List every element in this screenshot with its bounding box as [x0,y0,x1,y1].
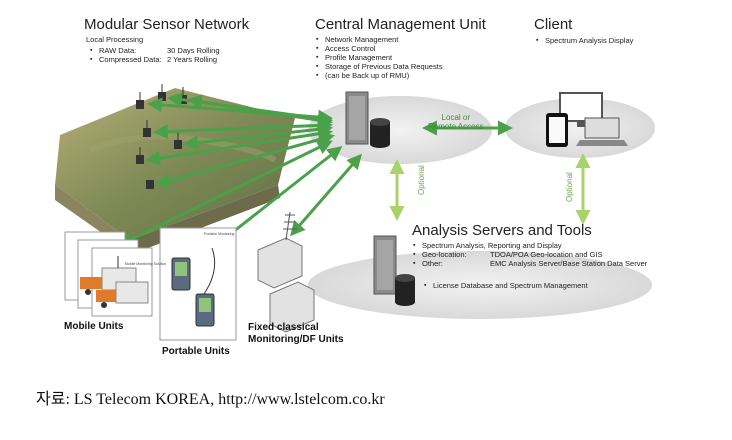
sensor-network-details: RAW Data:30 Days Rolling Compressed Data… [90,46,220,64]
connection-arrows [117,92,513,252]
sensor-node [158,84,166,101]
sensor-network-subtitle: Local Processing [86,35,144,44]
central-unit-list: Network Management Access Control Profil… [316,35,443,80]
raw-data-row: RAW Data:30 Days Rolling [90,46,220,55]
analysis-title: Analysis Servers and Tools [412,222,592,239]
van-icon [96,281,149,308]
client-item: Spectrum Analysis Display [536,36,633,45]
central-item: Network Management [316,35,443,44]
database-icon [395,274,415,306]
central-unit-title: Central Management Unit [315,16,486,33]
central-item: Profile Management [316,53,443,62]
sensor-node [136,92,144,109]
mobile-units [64,231,153,317]
analysis-item: Geo-location:TDOA/POA Geo-location and G… [413,250,647,259]
local-remote-access-label: Local or Remote Access [428,113,484,131]
database-icon [370,118,390,148]
compressed-data-row: Compressed Data:2 Years Rolling [90,55,220,64]
optional-label-right: Optional [565,172,574,202]
central-item: Access Control [316,44,443,53]
central-note: (can be Back up of RMU) [316,71,443,80]
mobile-units-label: Mobile Units [64,321,124,332]
optional-label-left: Optional [417,165,426,195]
laptop-icon [576,117,628,146]
mobile-device-label: Mobile Monitoring Solution [125,262,167,266]
client-cloud [505,92,655,158]
central-unit-cloud [308,91,492,164]
analysis-list: Spectrum Analysis, Reporting and Display… [413,241,647,268]
source-caption: 자료: LS Telecom KOREA, http://www.lstelco… [36,391,385,408]
central-item: Storage of Previous Data Requests [316,62,443,71]
client-list: Spectrum Analysis Display [536,36,633,45]
analysis-item: Other:EMC Analysis Server/Base Station D… [413,259,647,268]
sensor-node [146,180,154,189]
portable-units [159,227,237,341]
portable-device-label: Portable Monitoring [204,232,235,236]
tablet-icon [546,113,568,147]
fixed-units [257,211,315,333]
license-note: License Database and Spectrum Management [424,281,588,290]
client-title: Client [534,16,573,33]
portable-units-label: Portable Units [162,346,230,357]
sensor-network-title: Modular Sensor Network [84,16,250,33]
analysis-item: Spectrum Analysis, Reporting and Display [413,241,647,250]
fixed-units-label: Fixed classical Monitoring/DF Units [248,322,344,345]
optional-arrows [389,153,591,225]
